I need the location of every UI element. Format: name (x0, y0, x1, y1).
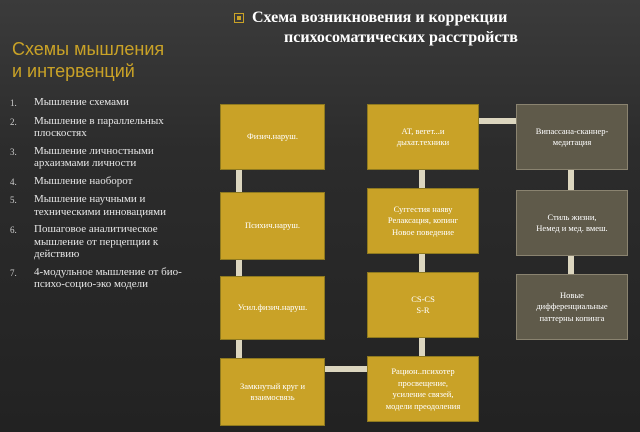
left-title-line: и интервенций (12, 61, 135, 81)
node-label: паттерны копинга (539, 312, 605, 323)
node-label: Суггестия наяву (393, 203, 453, 214)
node-suggestion-relaxation: Суггестия наяву Релаксация, копинг Новое… (367, 188, 479, 254)
list-item-line: Мышление в параллельных (34, 114, 164, 127)
node-label: модели преодоления (385, 400, 461, 411)
node-label: взаимосвязь (250, 392, 295, 402)
left-title-line: Схемы мышления (12, 39, 165, 59)
square-bullet-icon (234, 13, 244, 23)
list-item-text: 4-модульное мышление от био-психо-социо-… (34, 266, 222, 291)
list-item-line: плоскостях (34, 127, 87, 139)
list-item-line: Мышление личностными (34, 144, 154, 157)
node-autogenic-techniques: AT, вегет...и дыхат.техники (367, 104, 479, 170)
list-item-line: Пошаговое аналитическое (34, 223, 158, 235)
connector-line (310, 366, 372, 372)
list-item-line: мышление от перцепции к (34, 235, 159, 248)
node-label: Випассана-сканнер- (535, 125, 609, 136)
diagram-title: Схема возникновения и коррекции психосом… (234, 8, 632, 48)
list-item: 4. Мышление наоборот (10, 175, 222, 189)
list-item: 7. 4-модульное мышление от био-психо-соци… (10, 266, 222, 291)
list-item: 1. Мышление схемами (10, 96, 222, 110)
node-label: Замкнутый круг и (239, 380, 306, 391)
node-vicious-circle: Замкнутый круг и взаимосвязь (220, 358, 325, 426)
list-item-line: действию (34, 248, 80, 260)
node-label: Рацион..психотер (391, 366, 455, 376)
list-item-text: Мышление схемами (34, 96, 222, 110)
node-mental-disorder: Психич.наруш. (220, 192, 325, 260)
connector-line (419, 170, 425, 360)
node-label: Психич.наруш. (244, 220, 301, 231)
node-label: медитация (552, 137, 592, 147)
node-label: дифференциальные (536, 301, 608, 312)
node-label: Релаксация, копинг (387, 215, 459, 226)
list-item-number: 6. (10, 225, 17, 235)
left-title: Схемы мышления и интервенций (12, 38, 212, 82)
list-item-line: психо-социо-эко модели (34, 278, 148, 290)
list-item-line: Мышление научными и (34, 193, 146, 205)
list-item-number: 3. (10, 146, 17, 157)
node-label: дыхат.техники (396, 137, 450, 147)
node-label: Немед и мед. вмеш. (536, 223, 608, 233)
node-physical-disorder: Физич.наруш. (220, 104, 325, 170)
node-label: Новое поведение (392, 226, 454, 237)
node-label: Усил.физич.наруш. (237, 302, 308, 313)
list-item-number: 1. (10, 98, 17, 108)
diagram-title-line: Схема возникновения и коррекции (252, 9, 508, 26)
list-item-line: 4-модульное мышление от био- (34, 265, 182, 278)
list-item-line: Мышление схемами (34, 96, 129, 108)
list-item-line: Мышление наоборот (34, 174, 133, 187)
list-item-number: 5. (10, 195, 17, 205)
node-new-coping-patterns: Новые дифференциальные паттерны копинга (516, 274, 628, 340)
node-label: AT, вегет...и (401, 125, 445, 136)
node-vipassana-meditation: Випассана-сканнер- медитация (516, 104, 628, 170)
node-label: просвещение, (397, 377, 449, 388)
list-item-number: 2. (10, 116, 17, 127)
list-item-number: 7. (10, 267, 17, 278)
node-label: S-R (416, 305, 430, 315)
list-item-number: 4. (10, 176, 17, 187)
diagram-title-line: психосоматических расстройств (284, 29, 518, 46)
connector-line (479, 118, 521, 124)
thinking-schemes-list: 1. Мышление схемами 2. Мышление в параллел… (10, 96, 222, 296)
node-label: Физич.наруш. (247, 131, 298, 142)
connector-line (236, 170, 242, 370)
list-item-line: техническими инновациями (34, 205, 166, 218)
node-label: Новые (560, 289, 584, 300)
list-item-text: Мышление наоборот (34, 175, 222, 189)
node-label: Стиль жизни, (547, 211, 597, 222)
node-rational-psychotherapy: Рацион..психотер просвещение, усиление с… (367, 356, 479, 422)
node-conditioning: CS-CS S-R (367, 272, 479, 338)
node-label: CS-CS (411, 293, 435, 304)
node-increased-physical-disorder: Усил.физич.наруш. (220, 276, 325, 340)
list-item-line: архаизмами личности (34, 157, 137, 169)
node-lifestyle-interventions: Стиль жизни, Немед и мед. вмеш. (516, 190, 628, 256)
node-label: усиление связей, (392, 389, 454, 399)
